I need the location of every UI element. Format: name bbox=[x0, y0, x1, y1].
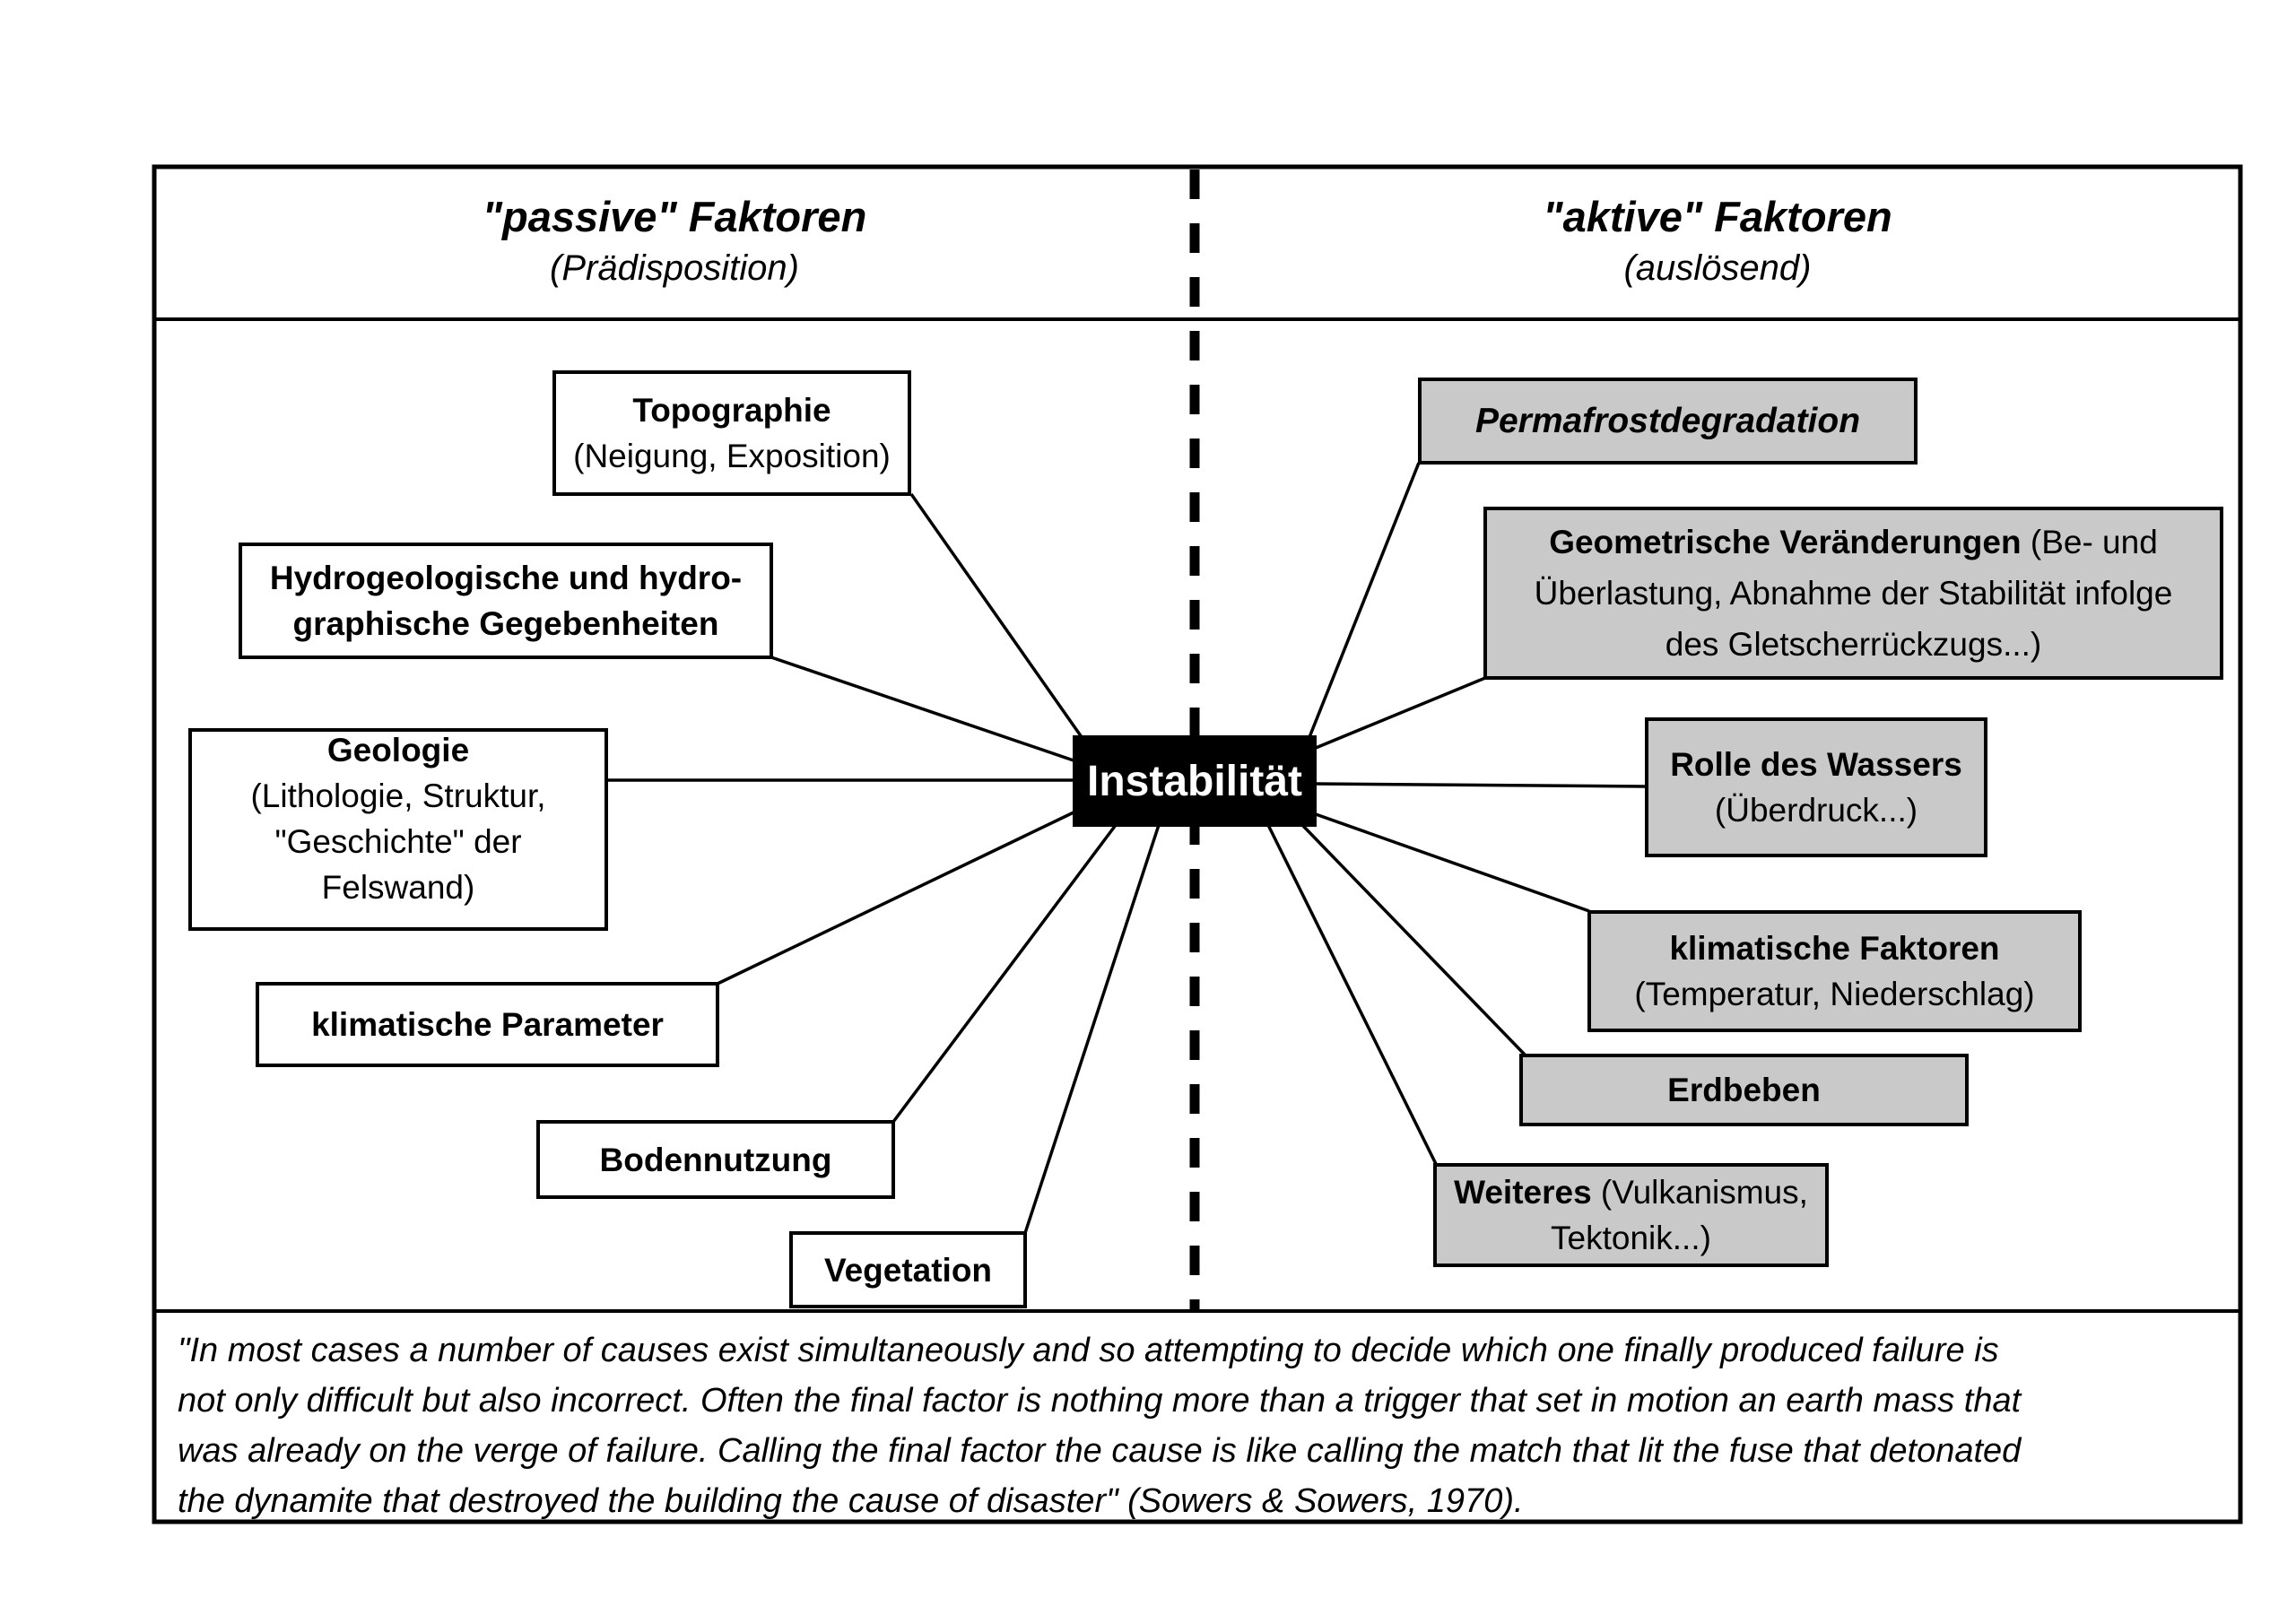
box-rolle-des-wassers: Rolle des Wassers (Überdruck...) bbox=[1645, 717, 1987, 857]
topographie-subtitle: (Neigung, Exposition) bbox=[573, 438, 891, 474]
box-hydrogeologie: Hydrogeologische und hydro- graphische G… bbox=[239, 543, 773, 659]
geometrische-line1: Geometrische Veränderungen (Be- und bbox=[1549, 517, 2158, 568]
instabilitaet-label: Instabilität bbox=[1086, 757, 1303, 805]
box-geometrische-veraenderungen: Geometrische Veränderungen (Be- und Über… bbox=[1483, 507, 2223, 680]
quote-line: the dynamite that destroyed the building… bbox=[178, 1482, 1524, 1520]
weiteres-line1-bold: Weiteres bbox=[1454, 1174, 1592, 1211]
connector-geometrische bbox=[1315, 676, 1486, 750]
instabilitaet-node: Instabilität bbox=[1073, 735, 1317, 827]
passive-column-header: "passive" Faktoren (Prädisposition) bbox=[154, 190, 1195, 292]
bodennutzung-title: Bodennutzung bbox=[599, 1141, 832, 1178]
klimatische-faktoren-subtitle: (Temperatur, Niederschlag) bbox=[1634, 976, 2035, 1012]
connector-hydro bbox=[770, 656, 1074, 762]
klimatische-parameter-title: klimatische Parameter bbox=[311, 1006, 664, 1043]
passive-header-title: "passive" Faktoren bbox=[482, 193, 867, 240]
sowers-quote: "In most cases a number of causes exist … bbox=[154, 1311, 2240, 1522]
geologie-sub2: "Geschichte" der Felswand) bbox=[274, 823, 522, 906]
connector-permafrost bbox=[1308, 462, 1421, 738]
rolle-des-wassers-subtitle: (Überdruck...) bbox=[1714, 792, 1918, 829]
box-erdbeben: Erdbeben bbox=[1519, 1054, 1969, 1126]
box-vegetation: Vegetation bbox=[789, 1231, 1027, 1308]
rolle-des-wassers-title: Rolle des Wassers bbox=[1670, 746, 1962, 783]
connector-rolle-des-wassers bbox=[1315, 782, 1646, 788]
connector-klimatische-faktoren bbox=[1315, 812, 1590, 913]
erdbeben-title: Erdbeben bbox=[1667, 1072, 1821, 1108]
geometrische-line3: des Gletscherrückzugs...) bbox=[1665, 626, 2042, 663]
box-topographie: Topographie (Neigung, Exposition) bbox=[552, 370, 911, 496]
klimatische-faktoren-title: klimatische Faktoren bbox=[1669, 930, 2000, 967]
quote-line: "In most cases a number of causes exist … bbox=[178, 1332, 1999, 1369]
outer-frame bbox=[152, 164, 2243, 1524]
aktive-header-title: "aktive" Faktoren bbox=[1543, 193, 1892, 240]
weiteres-line2: Tektonik...) bbox=[1551, 1220, 1711, 1256]
connector-klimatische-parameter bbox=[717, 811, 1074, 986]
weiteres-line1-rest: (Vulkanismus, bbox=[1591, 1174, 1808, 1211]
vegetation-title: Vegetation bbox=[823, 1251, 993, 1289]
geometrische-line1-rest: (Be- und bbox=[2021, 524, 2158, 560]
geometrische-line1-bold: Geometrische Veränderungen bbox=[1549, 524, 2022, 560]
connector-vegetation bbox=[1023, 824, 1161, 1234]
aktive-header-subtitle: (auslösend) bbox=[1623, 248, 1812, 288]
connector-topographie bbox=[909, 492, 1083, 739]
aktive-column-header: "aktive" Faktoren (auslösend) bbox=[1195, 190, 2240, 292]
connector-erdbeben bbox=[1300, 823, 1526, 1056]
connector-weiteres bbox=[1266, 824, 1438, 1165]
box-permafrostdegradation: Permafrostdegradation bbox=[1418, 378, 1918, 465]
passive-header-subtitle: (Prädisposition) bbox=[550, 248, 799, 288]
geologie-sub1: (Lithologie, Struktur, bbox=[250, 777, 546, 814]
geometrische-line2: Überlastung, Abnahme der Stabilität info… bbox=[1534, 575, 2173, 612]
box-klimatische-parameter: klimatische Parameter bbox=[256, 982, 719, 1067]
permafrost-title: Permafrostdegradation bbox=[1474, 402, 1861, 440]
hydro-line2: graphische Gegebenheiten bbox=[292, 605, 719, 642]
geologie-title: Geologie bbox=[326, 732, 470, 769]
weiteres-line1: Weiteres (Vulkanismus, bbox=[1454, 1169, 1808, 1215]
topographie-title: Topographie bbox=[632, 392, 831, 429]
connector-bodennutzung bbox=[891, 823, 1118, 1124]
box-geologie: Geologie (Lithologie, Struktur, "Geschic… bbox=[188, 728, 608, 931]
box-bodennutzung: Bodennutzung bbox=[536, 1120, 895, 1199]
box-klimatische-faktoren: klimatische Faktoren (Temperatur, Nieder… bbox=[1587, 910, 2082, 1032]
quote-line: not only difficult but also incorrect. O… bbox=[178, 1382, 2022, 1420]
hydro-line1: Hydrogeologische und hydro- bbox=[269, 560, 743, 596]
box-weiteres: Weiteres (Vulkanismus, Tektonik...) bbox=[1433, 1163, 1829, 1267]
quote-line: was already on the verge of failure. Cal… bbox=[178, 1432, 2022, 1470]
